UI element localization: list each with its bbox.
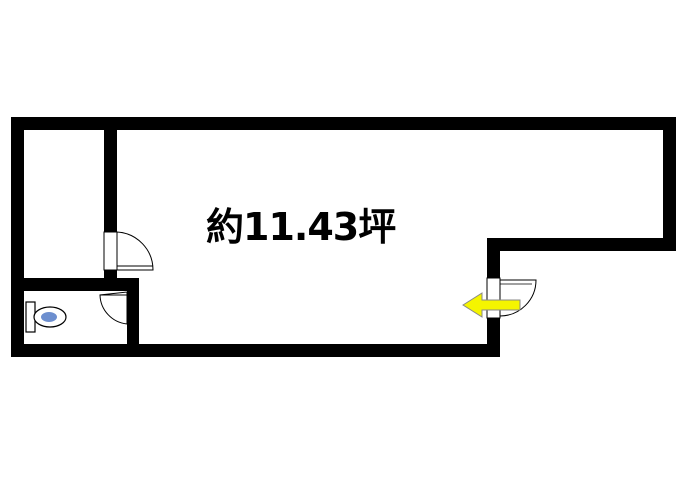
wall-left xyxy=(11,117,24,357)
wall-top xyxy=(11,117,676,130)
toilet-door-swing-icon xyxy=(99,291,128,325)
toilet-icon xyxy=(25,301,67,333)
wall-right-upper xyxy=(663,117,676,251)
wall-right-lower xyxy=(487,238,500,278)
interior-walls xyxy=(11,117,139,357)
wall-step-horizontal xyxy=(487,238,676,251)
wall-right-lower-2 xyxy=(487,318,500,357)
wall-toilet-right xyxy=(127,278,139,357)
area-label: 約11.43坪 xyxy=(206,205,396,249)
wall-closet-bottom xyxy=(11,278,139,291)
entrance-door-swing-icon xyxy=(486,277,537,319)
entrance-arrow-icon xyxy=(462,292,521,318)
closet-door-swing-icon xyxy=(103,231,154,271)
wall-closet-right-upper xyxy=(104,117,117,232)
wall-bottom xyxy=(11,344,500,357)
